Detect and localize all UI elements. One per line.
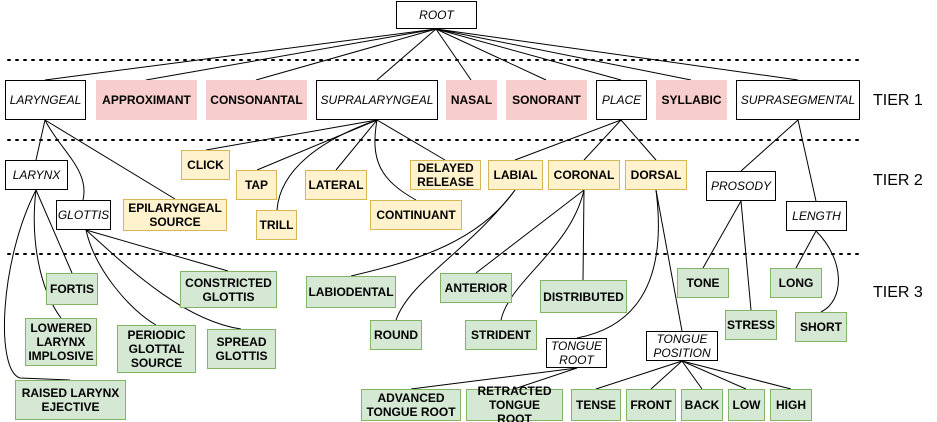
edge-supra-lateral bbox=[335, 119, 378, 171]
node-suprasegmental: SUPRASEGMENTAL bbox=[736, 80, 860, 120]
edge-root-suprasegmental bbox=[435, 28, 799, 81]
node-delayed-release: DELAYED RELEASE bbox=[410, 160, 481, 190]
edge-laryngeal-epilaryngeal bbox=[44, 119, 176, 200]
edge-supraseg-prosody bbox=[740, 119, 799, 172]
node-strident: STRIDENT bbox=[465, 320, 537, 350]
edge-supra-trill bbox=[276, 119, 378, 211]
node-coronal: CORONAL bbox=[548, 160, 620, 190]
node-nasal: NASAL bbox=[446, 80, 497, 120]
node-spread-glottis: SPREAD GLOTTIS bbox=[207, 329, 276, 369]
node-periodic-glottal-source: PERIODIC GLOTTAL SOURCE bbox=[117, 325, 196, 373]
edge-glottis-spread bbox=[85, 229, 242, 330]
node-tongue-position: TONGUE POSITION bbox=[646, 331, 718, 361]
edge-tpos-high bbox=[681, 360, 792, 390]
node-glottis: GLOTTIS bbox=[56, 200, 111, 230]
edge-length-long bbox=[795, 230, 817, 269]
node-root: ROOT bbox=[396, 1, 477, 29]
node-approximant: APPROXIMANT bbox=[96, 80, 197, 120]
node-trill: TRILL bbox=[256, 210, 297, 240]
edge-place-coronal bbox=[583, 119, 622, 161]
node-labiodental: LABIODENTAL bbox=[306, 276, 396, 308]
node-syllabic: SYLLABIC bbox=[656, 80, 727, 120]
edge-larynx-lowered bbox=[33, 189, 62, 319]
node-tap: TAP bbox=[236, 170, 277, 200]
edge-root-consonantal bbox=[255, 28, 437, 81]
node-continuant: CONTINUANT bbox=[370, 200, 462, 230]
node-dorsal: DORSAL bbox=[625, 160, 687, 190]
edge-glottis-periodic bbox=[85, 229, 157, 326]
edge-larynx-raised bbox=[3, 189, 71, 381]
node-length: LENGTH bbox=[786, 201, 847, 231]
node-raised-larynx-ejective: RAISED LARYNX EJECTIVE bbox=[15, 380, 126, 420]
node-prosody: PROSODY bbox=[706, 171, 776, 201]
edge-root-supralaryngeal bbox=[376, 28, 437, 81]
edge-dorsal-tongue-root bbox=[576, 189, 659, 339]
node-front: FRONT bbox=[626, 389, 676, 421]
edge-tpos-low bbox=[681, 360, 747, 390]
node-high: HIGH bbox=[770, 389, 812, 421]
edge-prosody-stress bbox=[740, 200, 752, 311]
node-sonorant: SONORANT bbox=[506, 80, 587, 120]
node-retracted-tongue-root: RETRACTED TONGUE ROOT bbox=[466, 384, 563, 422]
node-place: PLACE bbox=[596, 80, 647, 120]
edge-tpos-back bbox=[681, 360, 703, 390]
tier-1-label: TIER 1 bbox=[873, 92, 923, 109]
edge-supra-tap bbox=[256, 119, 378, 171]
node-advanced-tongue-root: ADVANCED TONGUE ROOT bbox=[361, 389, 461, 421]
edge-troot-retracted bbox=[513, 367, 578, 390]
edge-root-sonorant bbox=[435, 28, 547, 81]
edge-root-approximant bbox=[145, 28, 437, 81]
node-fortis: FORTIS bbox=[46, 273, 98, 305]
edge-supra-continuant bbox=[374, 119, 417, 201]
edge-larynx-fortis bbox=[35, 189, 73, 274]
edge-laryngeal-glottis bbox=[44, 119, 85, 201]
edge-laryngeal-larynx bbox=[35, 119, 46, 161]
edge-root-laryngeal bbox=[44, 28, 437, 81]
node-labial: LABIAL bbox=[488, 160, 543, 190]
edge-root-place bbox=[435, 28, 622, 81]
node-epilaryngeal-source: EPILARYNGEAL SOURCE bbox=[123, 199, 227, 231]
edge-tpos-front bbox=[650, 360, 683, 390]
node-anterior: ANTERIOR bbox=[440, 273, 512, 303]
edge-labial-round bbox=[395, 189, 516, 321]
node-supralaryngeal: SUPRALARYNGEAL bbox=[316, 80, 438, 120]
edge-coronal-anterior bbox=[475, 189, 585, 274]
node-tense: TENSE bbox=[571, 389, 621, 421]
edge-coronal-distributed bbox=[582, 189, 585, 281]
tier-2-label: TIER 2 bbox=[873, 172, 923, 189]
edge-place-labial bbox=[514, 119, 622, 161]
edge-dorsal-tongue-position bbox=[655, 189, 683, 332]
node-laryngeal: LARYNGEAL bbox=[5, 80, 86, 120]
edge-supra-delayed bbox=[376, 119, 446, 161]
edge-length-short bbox=[815, 230, 839, 313]
node-lateral: LATERAL bbox=[305, 170, 367, 200]
edge-root-nasal bbox=[435, 28, 472, 81]
node-long: LONG bbox=[770, 268, 822, 298]
edge-supra-click bbox=[205, 119, 378, 151]
node-tongue-root: TONGUE ROOT bbox=[546, 338, 607, 368]
edge-glottis-constricted bbox=[85, 229, 229, 272]
tier-3-label: TIER 3 bbox=[873, 284, 923, 301]
edge-troot-advanced bbox=[410, 367, 578, 390]
edge-root-syllabic bbox=[435, 28, 692, 81]
edge-tpos-tense bbox=[595, 360, 683, 390]
node-constricted-glottis: CONSTRICTED GLOTTIS bbox=[180, 271, 277, 308]
node-back: BACK bbox=[681, 389, 723, 421]
node-stress: STRESS bbox=[725, 310, 777, 340]
edge-prosody-tone bbox=[702, 200, 742, 269]
edge-supraseg-length bbox=[797, 119, 817, 202]
node-round: ROUND bbox=[370, 320, 422, 350]
node-short: SHORT bbox=[795, 312, 847, 342]
node-tone: TONE bbox=[677, 268, 729, 298]
node-larynx: LARYNX bbox=[5, 160, 68, 190]
edge-place-dorsal bbox=[620, 119, 657, 161]
node-click: CLICK bbox=[181, 150, 230, 180]
node-distributed: DISTRIBUTED bbox=[540, 280, 627, 313]
node-consonantal: CONSONANTAL bbox=[206, 80, 307, 120]
edge-coronal-strident bbox=[500, 189, 585, 321]
node-lowered-larynx-implosive: LOWERED LARYNX IMPLOSIVE bbox=[25, 318, 97, 366]
node-low: LOW bbox=[728, 389, 765, 421]
